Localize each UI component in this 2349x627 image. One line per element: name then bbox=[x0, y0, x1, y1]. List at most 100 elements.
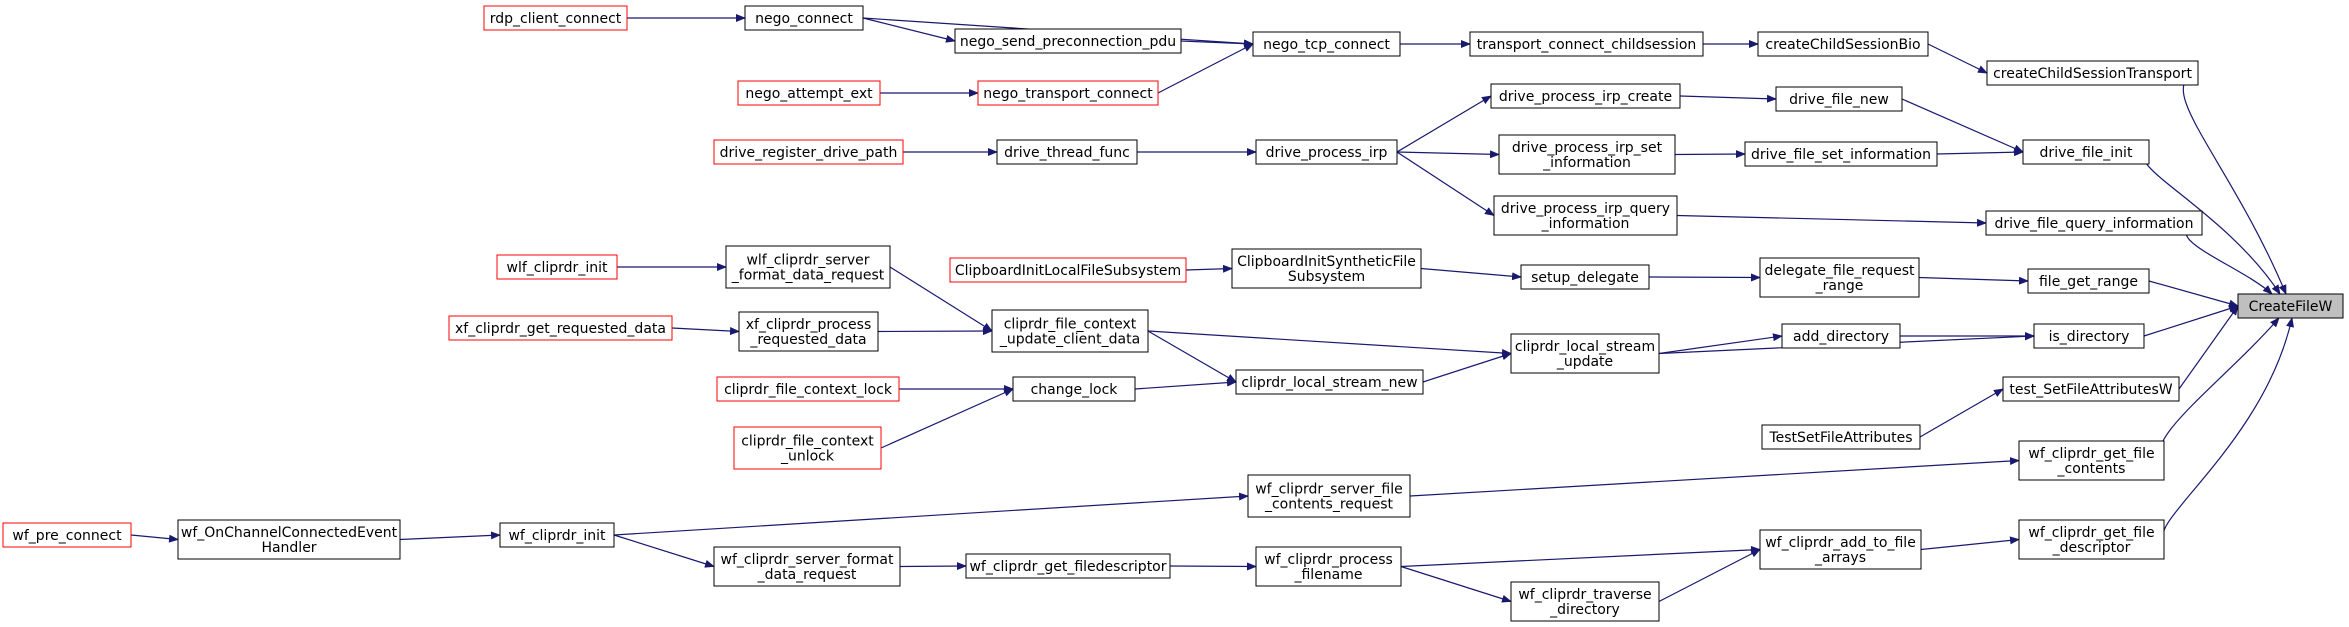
node-label: drive_thread_func bbox=[1004, 145, 1130, 161]
node-wf-cliprdr-server-format-data-request[interactable]: wf_cliprdr_server_format_data_request bbox=[713, 546, 901, 587]
edge-test-setfileattributesw-to-createfilew bbox=[2178, 305, 2239, 390]
node-drive-file-init[interactable]: drive_file_init bbox=[2022, 139, 2150, 165]
node-nego-send-preconnection-pdu[interactable]: nego_send_preconnection_pdu bbox=[954, 28, 1182, 54]
node-label: wf_pre_connect bbox=[12, 528, 122, 544]
node-wf-cliprdr-get-file-descriptor[interactable]: wf_cliprdr_get_file_descriptor bbox=[2018, 519, 2165, 560]
node-drive-process-irp[interactable]: drive_process_irp bbox=[1255, 139, 1398, 165]
node-transport-connect-childsession[interactable]: transport_connect_childsession bbox=[1469, 31, 1704, 57]
node-box bbox=[1490, 83, 1681, 109]
node-box bbox=[496, 254, 618, 280]
node-box bbox=[1759, 257, 1920, 298]
node-box bbox=[1493, 195, 1678, 236]
node-wf-cliprdr-traverse-directory[interactable]: wf_cliprdr_traverse_directory bbox=[1510, 581, 1660, 622]
node-label: createChildSessionBio bbox=[1765, 37, 1920, 53]
node-box bbox=[2002, 376, 2180, 402]
node-setup-delegate[interactable]: setup_delegate bbox=[1520, 264, 1650, 290]
node-cliprdr-local-stream-new[interactable]: cliprdr_local_stream_new bbox=[1235, 369, 1424, 395]
node-wlf-cliprdr-init[interactable]: wlf_cliprdr_init bbox=[496, 254, 618, 280]
node-drive-process-irp-query-information[interactable]: drive_process_irp_query_information bbox=[1493, 195, 1678, 236]
node-drive-register-drive-path[interactable]: drive_register_drive_path bbox=[713, 139, 904, 165]
node-label: _filename bbox=[1293, 567, 1362, 583]
node-box bbox=[1469, 31, 1704, 57]
edge-cliprdr-file-context-unlock-to-change-lock bbox=[880, 388, 1014, 449]
node-cliprdr-file-context-update-client-data[interactable]: cliprdr_file_context_update_client_data bbox=[991, 309, 1149, 353]
edge-change-lock-to-cliprdr-local-stream-new bbox=[1134, 378, 1237, 390]
node-label: file_get_range bbox=[2039, 274, 2138, 290]
node-wf-cliprdr-server-file-contents-request[interactable]: wf_cliprdr_server_file_contents_request bbox=[1247, 474, 1411, 518]
node-createfilew[interactable]: CreateFileW bbox=[2237, 293, 2344, 319]
node-wf-cliprdr-init[interactable]: wf_cliprdr_init bbox=[499, 522, 615, 548]
node-wf-cliprdr-process-filename[interactable]: wf_cliprdr_process_filename bbox=[1255, 546, 1402, 587]
node-box bbox=[483, 5, 628, 31]
node-wf-cliprdr-get-file-contents[interactable]: wf_cliprdr_get_file_contents bbox=[2018, 440, 2165, 481]
node-label: wf_cliprdr_add_to_file bbox=[1765, 535, 1916, 551]
node-label: drive_file_init bbox=[2040, 145, 2133, 161]
node-nego-tcp-connect[interactable]: nego_tcp_connect bbox=[1252, 31, 1401, 57]
node-wf-cliprdr-get-filedescriptor[interactable]: wf_cliprdr_get_filedescriptor bbox=[965, 553, 1171, 579]
edge-createchildsessiontransport-to-createfilew bbox=[2182, 72, 2287, 295]
node-box bbox=[448, 315, 673, 341]
node-box bbox=[1510, 333, 1660, 374]
node-label: xf_cliprdr_process bbox=[746, 317, 872, 333]
node-drive-process-irp-create[interactable]: drive_process_irp_create bbox=[1490, 83, 1681, 109]
node-is-directory[interactable]: is_directory bbox=[2033, 323, 2145, 349]
node-label: wf_cliprdr_process bbox=[1264, 552, 1393, 568]
node-add-directory[interactable]: add_directory bbox=[1781, 323, 1901, 349]
node-label: _arrays bbox=[1814, 550, 1866, 566]
node-label: setup_delegate bbox=[1531, 270, 1639, 286]
node-clipboardinitlocalfilesubsystem[interactable]: ClipboardInitLocalFileSubsystem bbox=[949, 257, 1187, 283]
node-xf-cliprdr-process-requested-data[interactable]: xf_cliprdr_process_requested_data bbox=[738, 311, 879, 352]
node-drive-thread-func[interactable]: drive_thread_func bbox=[996, 139, 1138, 165]
node-label: _requested_data bbox=[749, 332, 866, 348]
node-change-lock[interactable]: change_lock bbox=[1012, 376, 1136, 402]
node-nego-transport-connect[interactable]: nego_transport_connect bbox=[977, 80, 1159, 106]
node-drive-file-set-information[interactable]: drive_file_set_information bbox=[1744, 141, 1938, 167]
node-nego-connect[interactable]: nego_connect bbox=[744, 5, 864, 31]
node-label: delegate_file_request bbox=[1764, 263, 1915, 279]
node-label: nego_connect bbox=[755, 11, 853, 27]
node-label: _data_request bbox=[757, 567, 857, 583]
node-label: nego_attempt_ext bbox=[745, 86, 873, 102]
node-label: drive_file_new bbox=[1789, 92, 1889, 108]
node-box bbox=[177, 519, 401, 560]
node-drive-process-irp-set-information[interactable]: drive_process_irp_set_information bbox=[1498, 134, 1676, 175]
node-testsetfileattributes[interactable]: TestSetFileAttributes bbox=[1761, 424, 1921, 450]
node-rdp-client-connect[interactable]: rdp_client_connect bbox=[483, 5, 628, 31]
node-cliprdr-file-context-lock[interactable]: cliprdr_file_context_lock bbox=[716, 376, 900, 402]
node-label: drive_file_query_information bbox=[1995, 216, 2194, 232]
node-label: drive_process_irp_set bbox=[1512, 140, 1663, 156]
node-drive-file-query-information[interactable]: drive_file_query_information bbox=[1985, 210, 2203, 236]
node-label: Handler bbox=[261, 540, 316, 556]
node-createchildsessionbio[interactable]: createChildSessionBio bbox=[1757, 31, 1929, 57]
node-box bbox=[996, 139, 1138, 165]
node-label: cliprdr_file_context bbox=[1004, 317, 1137, 333]
node-delegate-file-request-range[interactable]: delegate_file_request_range bbox=[1759, 257, 1920, 298]
node-box bbox=[1759, 529, 1922, 570]
edge-cliprdr-local-stream-new-to-cliprdr-local-stream-update bbox=[1422, 352, 1512, 383]
node-label: _contents_request bbox=[1264, 497, 1394, 513]
node-cliprdr-local-stream-update[interactable]: cliprdr_local_stream_update bbox=[1510, 333, 1660, 374]
node-label: add_directory bbox=[1793, 329, 1889, 345]
node-xf-cliprdr-get-requested-data[interactable]: xf_cliprdr_get_requested_data bbox=[448, 315, 673, 341]
node-wf-pre-connect[interactable]: wf_pre_connect bbox=[2, 522, 132, 548]
node-box bbox=[1498, 134, 1676, 175]
node-label: is_directory bbox=[2049, 329, 2130, 345]
node-wlf-cliprdr-server-format-data-request[interactable]: wlf_cliprdr_server_format_data_request bbox=[725, 245, 891, 289]
node-label: change_lock bbox=[1031, 382, 1119, 398]
node-createchildsessiontransport[interactable]: createChildSessionTransport bbox=[1986, 60, 2199, 86]
node-box bbox=[733, 426, 882, 470]
edge-drive-process-irp-to-drive-process-irp-set-information bbox=[1396, 150, 1500, 159]
node-file-get-range[interactable]: file_get_range bbox=[2027, 268, 2150, 294]
node-drive-file-new[interactable]: drive_file_new bbox=[1775, 86, 1903, 112]
node-box bbox=[2, 522, 132, 548]
node-label: wf_cliprdr_init bbox=[508, 528, 606, 544]
node-test-setfileattributesw[interactable]: test_SetFileAttributesW bbox=[2002, 376, 2180, 402]
node-nego-attempt-ext[interactable]: nego_attempt_ext bbox=[737, 80, 881, 106]
node-wf-cliprdr-add-to-file-arrays[interactable]: wf_cliprdr_add_to_file_arrays bbox=[1759, 529, 1922, 570]
node-layer: rdp_client_connect nego_connect nego_send_… bbox=[2, 5, 2344, 622]
node-cliprdr-file-context-unlock[interactable]: cliprdr_file_context_unlock bbox=[733, 426, 882, 470]
node-box bbox=[1255, 139, 1398, 165]
edge-cliprdr-file-context-update-client-data-to-cliprdr-local-stream-update bbox=[1147, 330, 1512, 357]
